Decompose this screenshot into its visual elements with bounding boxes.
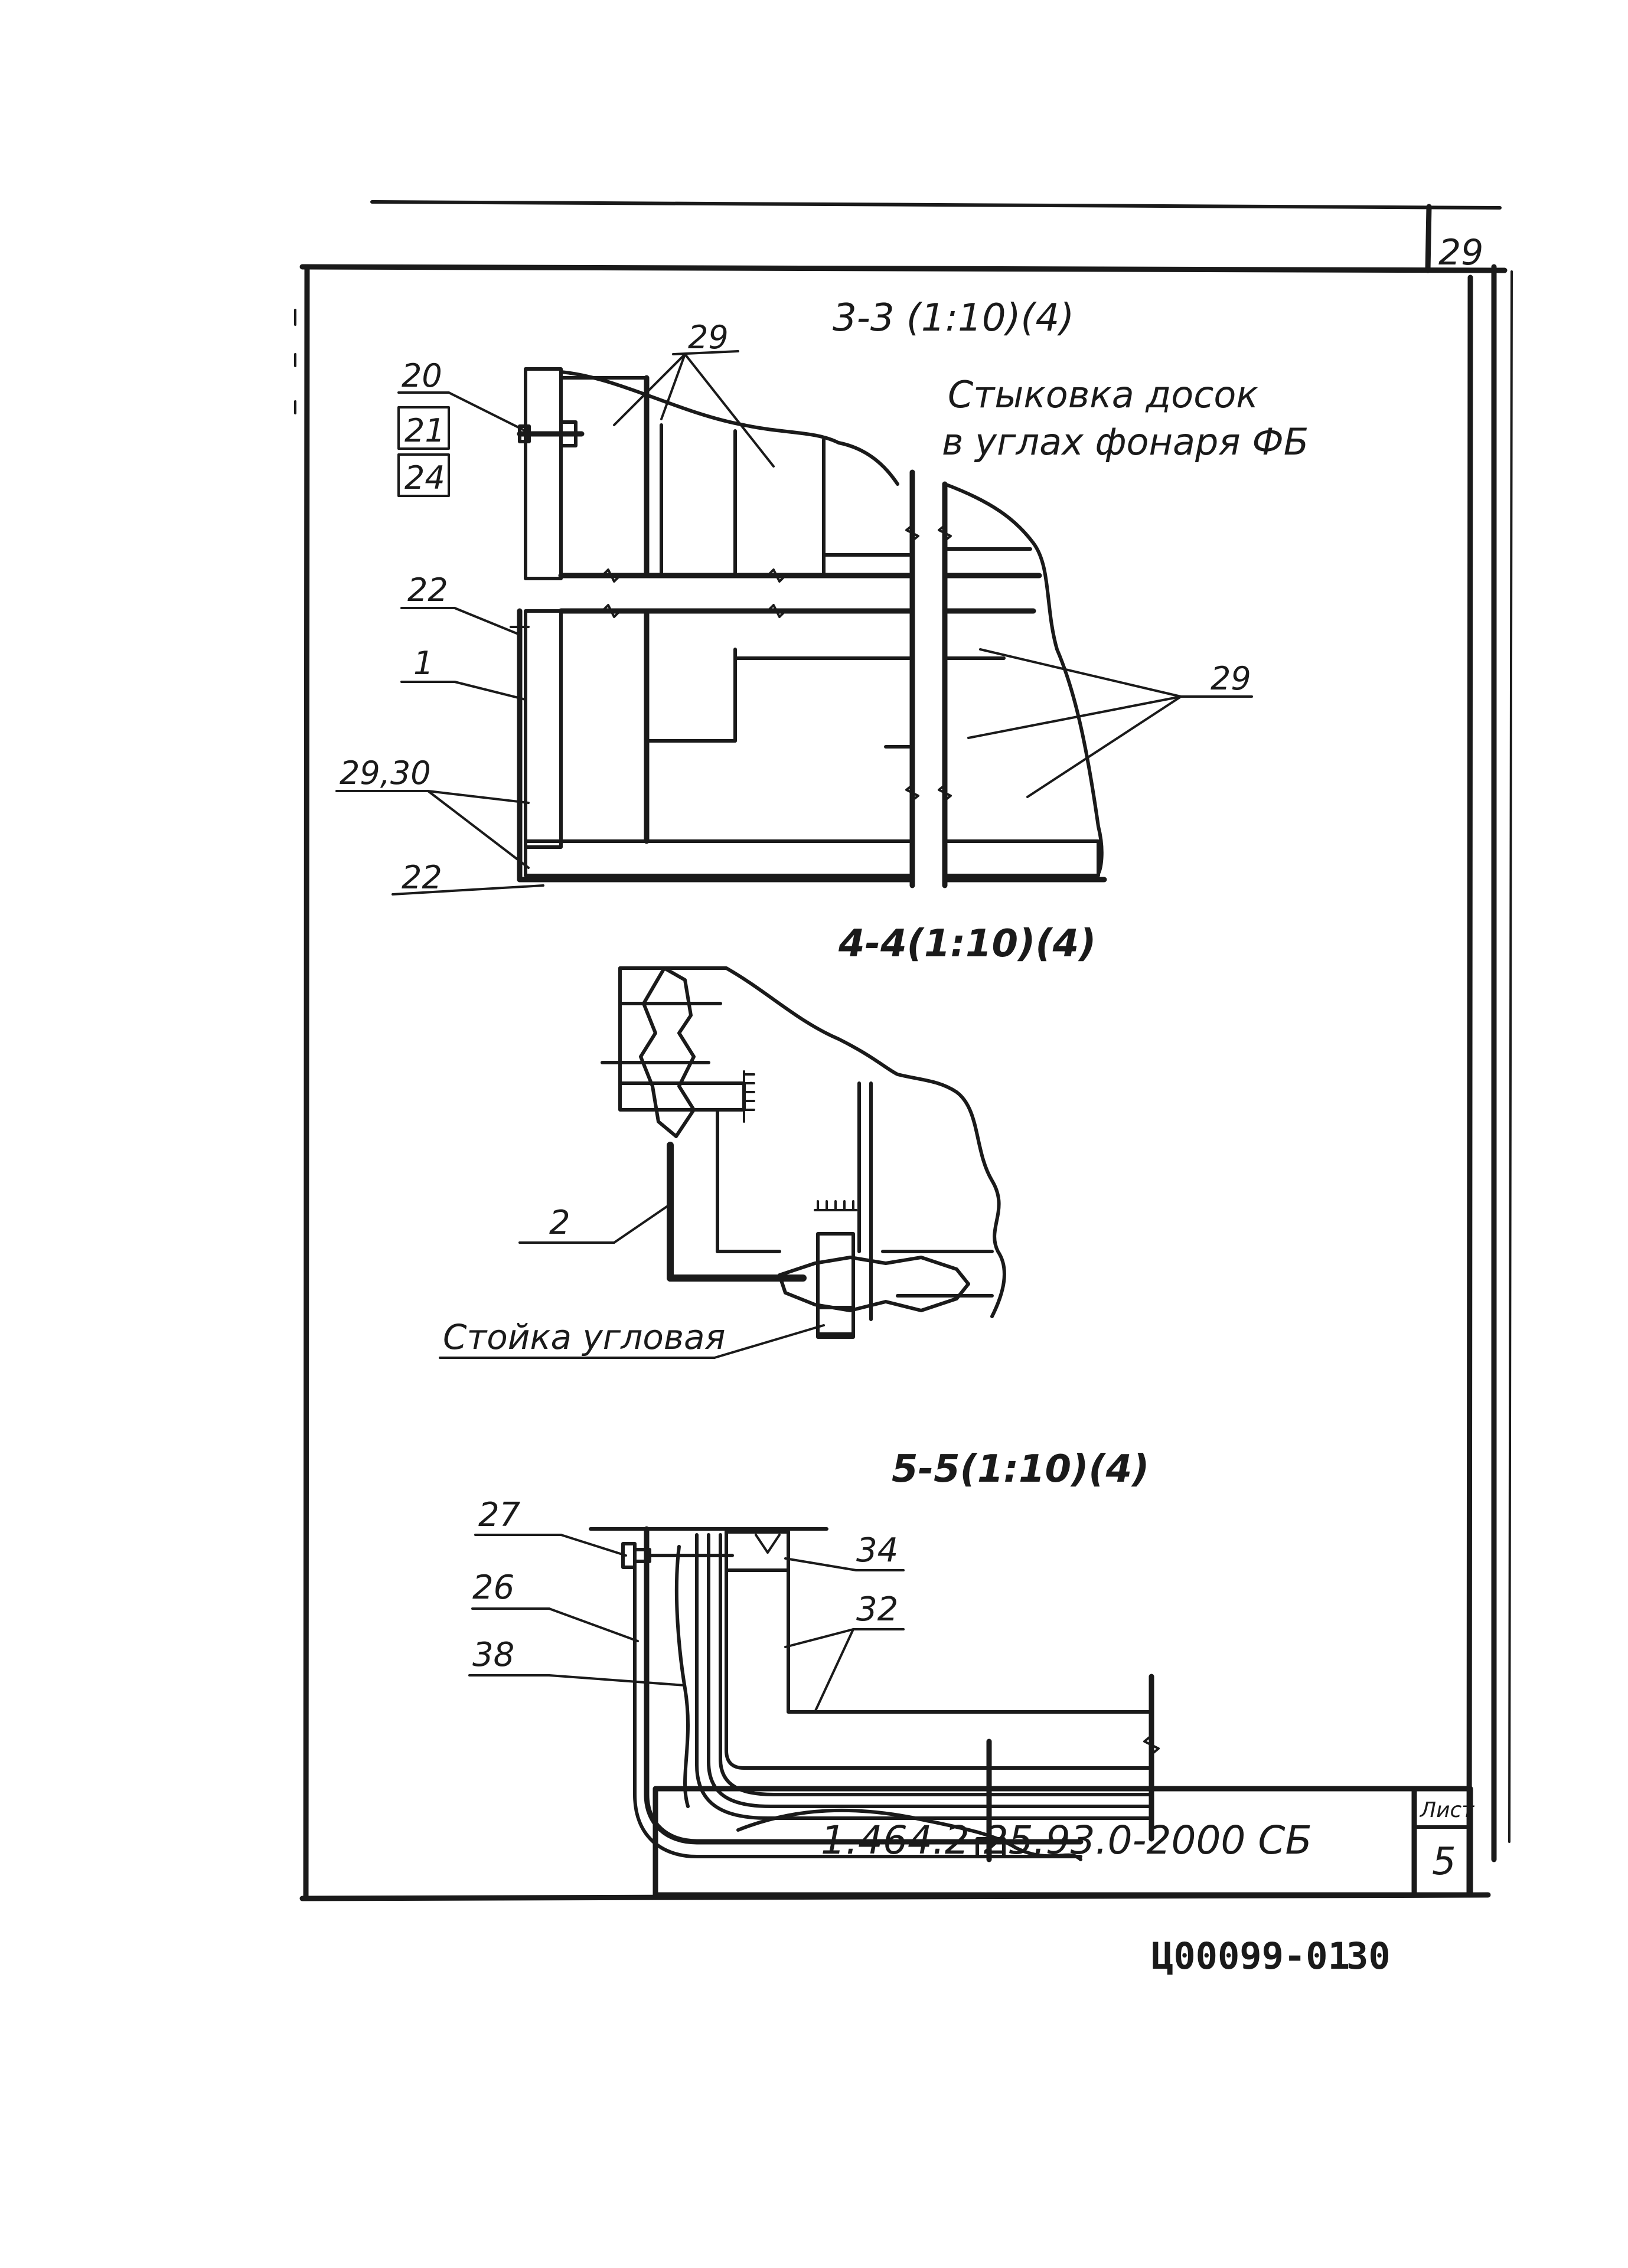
section-4-4-title: 4-4(1:10)(4)	[838, 922, 1096, 966]
title-sheet-number: 5	[1432, 1840, 1456, 1884]
seal-lower	[778, 1256, 970, 1312]
callout-29-right: 29	[1211, 660, 1251, 697]
callout-29-30: 29,30	[340, 754, 431, 792]
callout-34: 34	[856, 1531, 898, 1570]
floor-board	[524, 839, 914, 877]
callout-1: 1	[413, 645, 433, 682]
floor-board-right	[943, 839, 1100, 877]
callout-corner-post: Стойка угловая	[443, 1317, 725, 1357]
callout-leaders-3-3	[335, 350, 1253, 896]
title-block: 1.464.2-25.93.0-2000 СБ Лист 5	[652, 1786, 1474, 1898]
callout-29-top: 29	[688, 319, 729, 356]
section-3-3-note-line1: Стыковка досок	[948, 373, 1258, 416]
callout-22-upper: 22	[407, 571, 448, 609]
bottom-page-number: 30	[1346, 1934, 1391, 1978]
top-corner-number: 29	[1438, 232, 1483, 273]
wall-board-upper	[524, 367, 563, 580]
section-3-3-note-line2: в углах фонаря ФБ	[942, 420, 1309, 463]
callout-27: 27	[478, 1496, 521, 1534]
section-5-5-title: 5-5(1:10)(4)	[892, 1447, 1149, 1491]
fastener-icon	[621, 1542, 734, 1569]
wall-board-lower	[524, 609, 563, 849]
section-3-3: 3-3 (1:10)(4) Стыковка досок в углах фон…	[335, 296, 1309, 896]
sheet-frame	[299, 200, 1513, 1901]
title-designation: 1.464.2-25.93.0-2000 СБ	[821, 1818, 1312, 1863]
insulation-core	[725, 1530, 1153, 1770]
callout-38: 38	[472, 1636, 514, 1674]
callout-22-lower: 22	[402, 859, 442, 896]
callout-21: 21	[404, 412, 445, 449]
callout-20: 20	[402, 357, 442, 394]
callout-32: 32	[856, 1590, 898, 1629]
callout-24: 24	[404, 459, 445, 496]
section-4-4: 4-4(1:10)(4) 2 Стойка угловая	[439, 922, 1096, 1359]
callout-26: 26	[472, 1568, 514, 1607]
title-sheet-label: Лист	[1419, 1798, 1474, 1822]
section-3-3-title: 3-3 (1:10)(4)	[833, 296, 1074, 340]
seal-upper	[639, 966, 696, 1138]
bottom-stamp: Ц00099-01	[1151, 1934, 1350, 1978]
section-5-5: 5-5(1:10)(4) 27	[468, 1447, 1160, 1862]
callout-2: 2	[549, 1204, 570, 1242]
